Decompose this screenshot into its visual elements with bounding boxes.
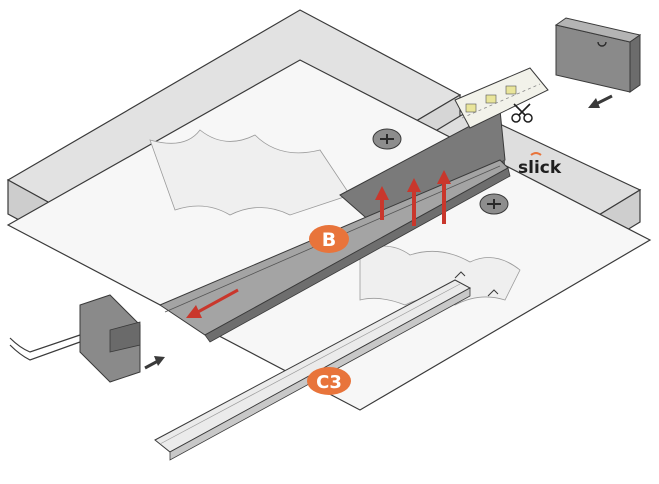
led-strip (454, 67, 549, 129)
arrow-right-icon (144, 356, 165, 370)
arrow-slide-icon (186, 288, 239, 318)
profile-label: B (322, 229, 336, 251)
end-cap-icon (79, 294, 141, 383)
end-cap-icon (554, 17, 642, 93)
cable (9, 334, 81, 361)
led-chip-icon (465, 85, 517, 113)
arrow-up-icon (407, 178, 421, 226)
arrow-left-icon (588, 94, 613, 108)
profile-label-badge: B (309, 225, 349, 253)
arrow-up-icon (375, 186, 389, 220)
diffuser-label-badge: C3 (307, 367, 351, 395)
brand-logo: slick (518, 152, 562, 178)
scissors-icon (511, 103, 533, 123)
brand-name: slick (518, 158, 562, 178)
arrow-up-icon (437, 170, 451, 224)
screw-icon (372, 128, 402, 150)
diffuser-label: C3 (316, 372, 342, 393)
screw-icon (479, 193, 509, 215)
